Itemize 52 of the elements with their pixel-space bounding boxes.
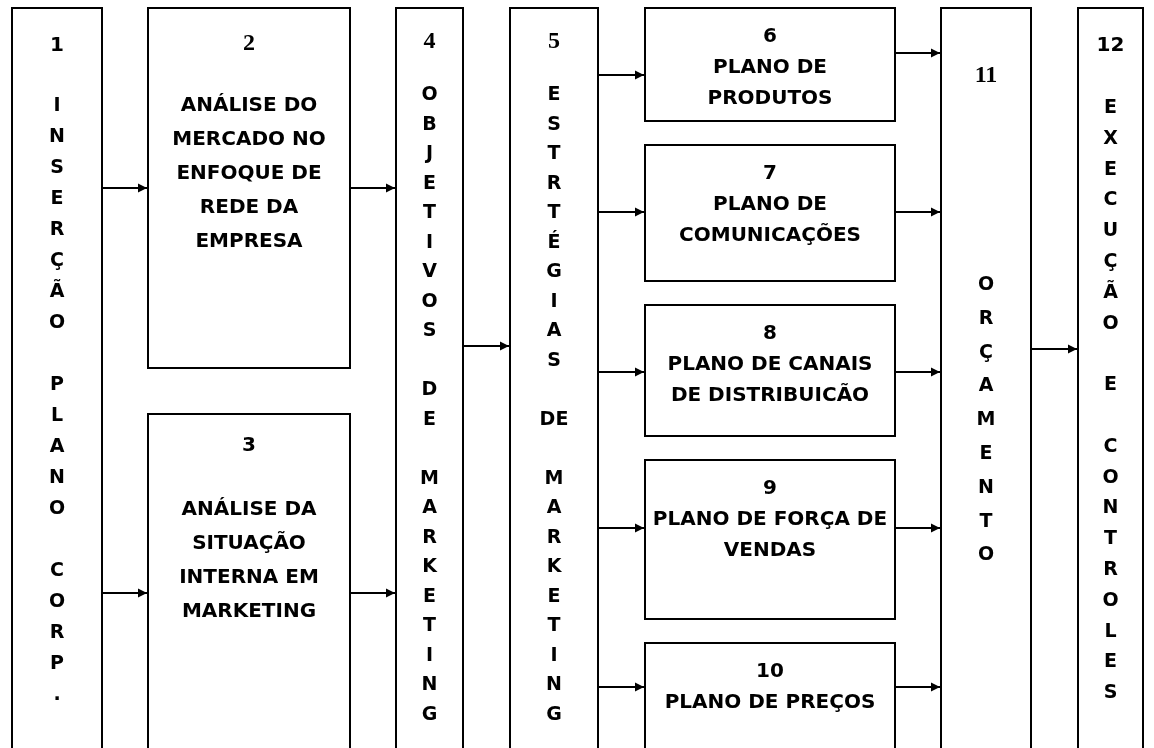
vertical-label: ESTRTÉGIAS DE MARKETING [538,81,570,726]
process-box [147,7,351,369]
step-number: 11 [973,61,999,87]
arrow [598,367,645,377]
step-number: 2 [242,29,256,55]
vertical-label: ORÇAMENTO [975,271,997,567]
step-number: 12 [1095,31,1126,57]
step-label: PLANO DE CANAIS DE DISTRIBUICÃO [666,350,874,408]
process-box [147,413,351,748]
step-number: 8 [762,319,778,345]
vertical-label: EXECUÇÃO E CONTROLES [1101,94,1120,705]
step-number: 3 [241,431,257,457]
process-box [11,7,103,748]
process-box [644,459,896,620]
process-box [644,642,896,748]
arrow [895,48,941,58]
process-box [644,7,896,122]
step-label: ANÁLISE DO MERCADO NO ENFOQUE DE REDE DA EMPRESA [171,91,327,254]
step-label: PLANO DE FORÇA DE VENDAS [651,505,889,563]
step-number: 7 [762,159,778,185]
process-box [644,144,896,282]
step-label: ANÁLISE DA SITUAÇÃO INTERNA EM MARKETING [178,495,320,624]
arrow [350,183,396,193]
arrow [598,207,645,217]
step-number: 5 [547,27,561,53]
process-box [395,7,464,748]
arrow [598,682,645,692]
step-label: PLANO DE PREÇOS [663,688,877,715]
vertical-label: INSERÇÃO PLANO CORP. [47,92,67,706]
step-number: 6 [762,22,778,48]
step-number: 10 [755,657,785,683]
arrow [895,682,941,692]
step-label: PLANO DE PRODUTOS [706,53,834,111]
arrow [102,183,148,193]
step-number: 1 [49,31,65,57]
arrow [1031,344,1078,354]
step-number: 4 [422,27,437,53]
process-box [644,304,896,437]
arrow [895,367,941,377]
arrow [895,523,941,533]
process-box [940,7,1032,748]
arrow [895,207,941,217]
process-box [509,7,599,748]
vertical-label: OBJETIVOS DE MARKETING [419,81,440,726]
arrow [598,70,645,80]
step-label: PLANO DE COMUNICAÇÕES [678,190,862,248]
process-box [1077,7,1144,748]
step-number: 9 [762,474,778,500]
arrow [463,341,510,351]
arrow [598,523,645,533]
arrow [350,588,396,598]
arrow [102,588,148,598]
